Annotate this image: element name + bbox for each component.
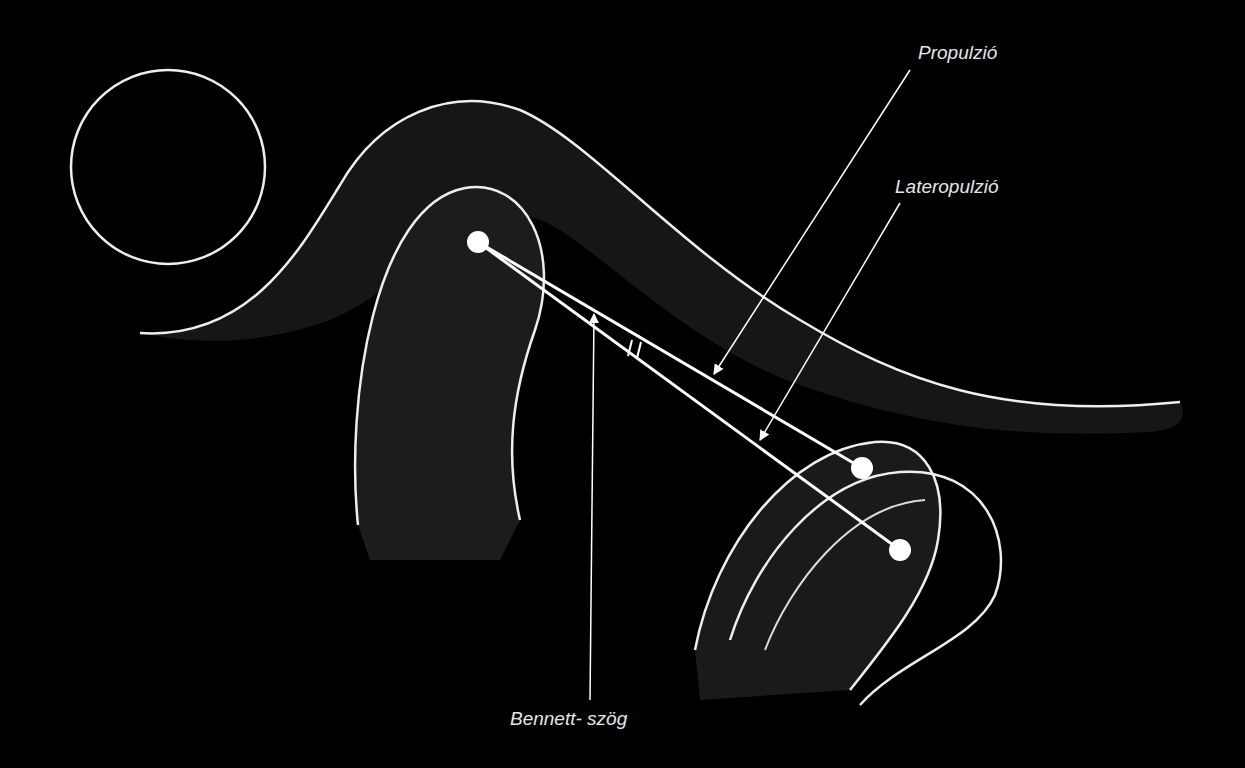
lateropulsion-line (478, 242, 900, 550)
condyle-outline (765, 500, 925, 650)
condyle-outline (355, 187, 544, 525)
condyle-point (851, 457, 873, 479)
condyle-outline (730, 472, 1001, 705)
ear-canal (71, 70, 265, 264)
leader-arrow (760, 203, 900, 440)
bennett-angle-label: Bennett- szög (510, 708, 627, 731)
propulsion-label: Propulzió (918, 42, 997, 65)
condyle-point (467, 231, 489, 253)
condyle-point (889, 539, 911, 561)
fossa-outline (140, 101, 1180, 406)
propulsion-line (478, 242, 862, 468)
condyle-fill (355, 187, 544, 560)
lateropulsion-label: Lateropulzió (895, 176, 999, 199)
leader-arrow (714, 70, 910, 374)
condyle-fill (695, 442, 940, 700)
fossa-band (140, 101, 1183, 433)
condyle-outline (695, 442, 940, 690)
angle-tick (637, 342, 641, 358)
leader-arrow (590, 314, 594, 700)
angle-tick (628, 340, 632, 356)
